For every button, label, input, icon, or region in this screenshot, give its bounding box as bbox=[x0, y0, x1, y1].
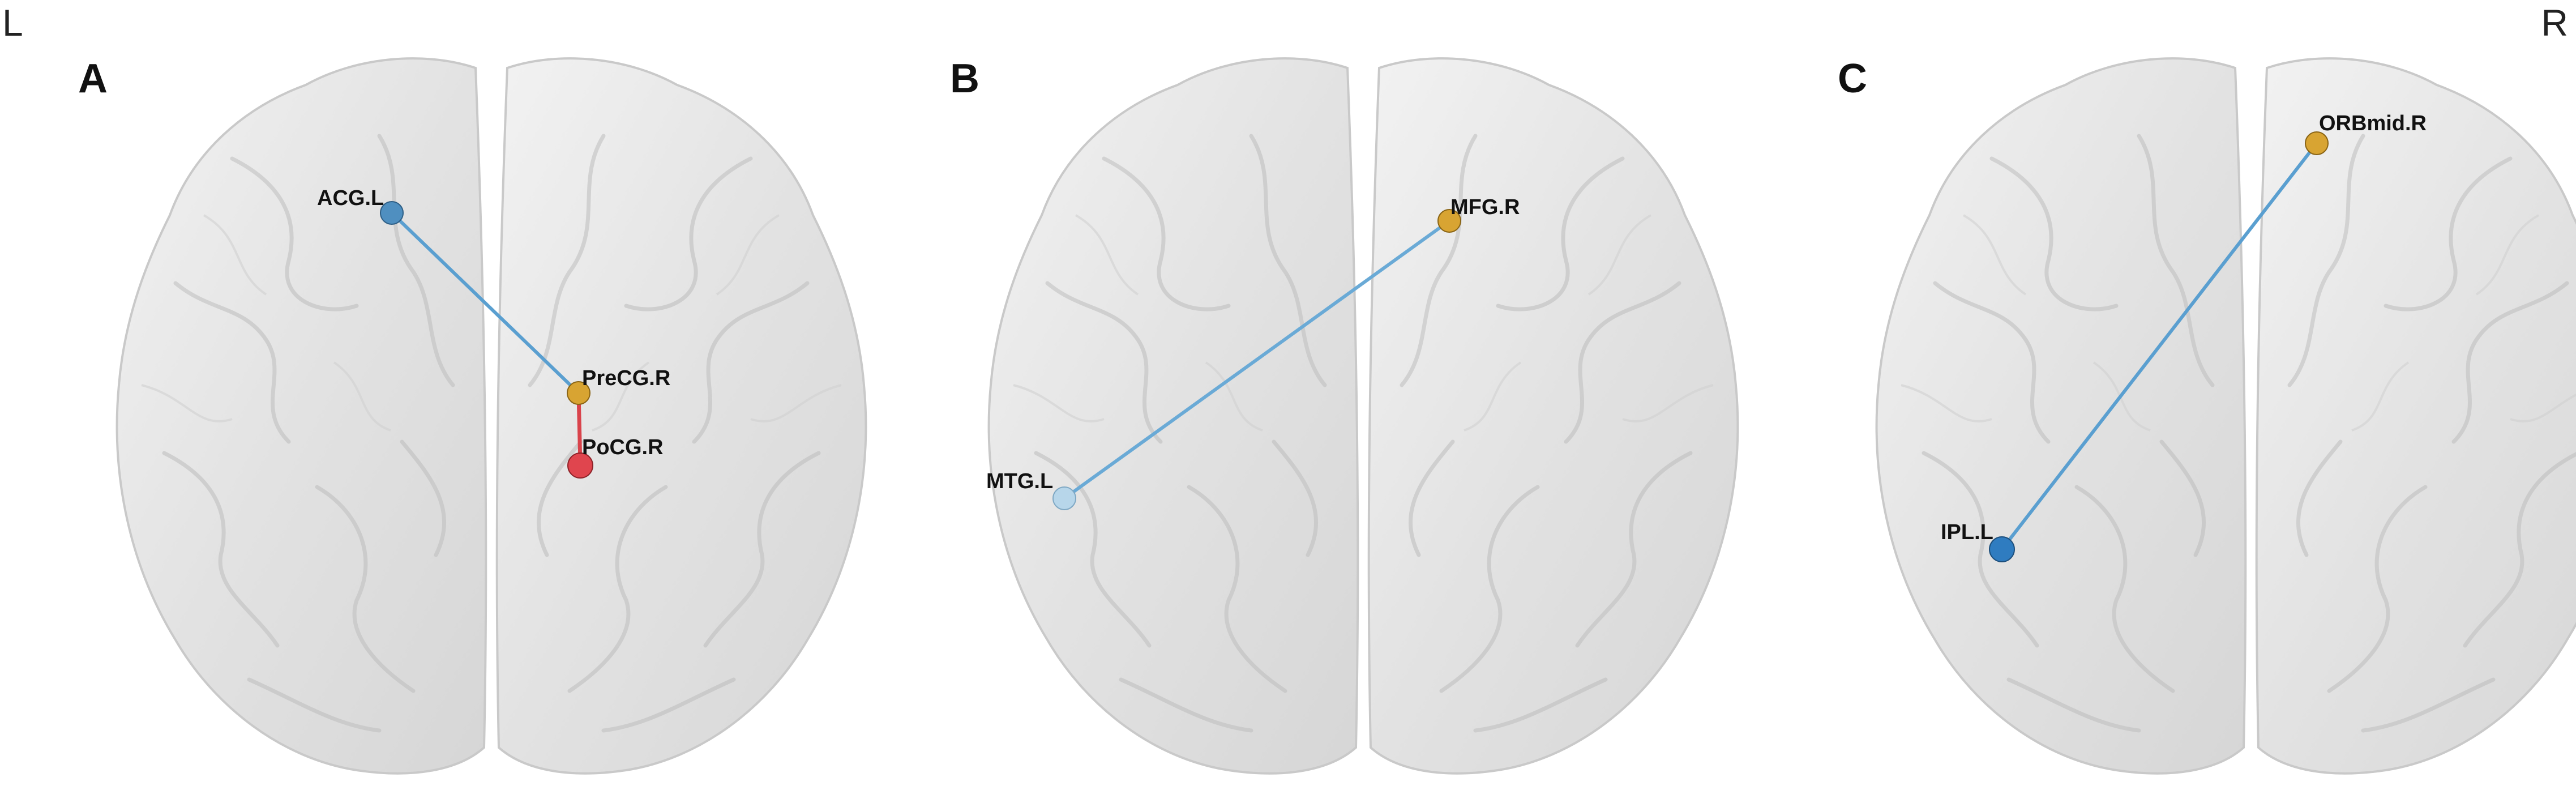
label-acg-l: ACG.L bbox=[317, 186, 384, 210]
brain-network-c: ORBmid.R IPL.L bbox=[1822, 45, 2576, 782]
panel-letter-c: C bbox=[1838, 56, 1867, 101]
node-acg-l bbox=[380, 201, 404, 225]
label-mfg-r: MFG.R bbox=[1450, 195, 1520, 219]
right-hemisphere-marker: R bbox=[2541, 2, 2568, 44]
label-mtg-l: MTG.L bbox=[986, 469, 1053, 493]
brain-surface bbox=[1877, 58, 2576, 774]
node-precg-r bbox=[567, 381, 590, 405]
panel-c: ORBmid.R IPL.L C bbox=[1822, 45, 2576, 782]
panel-b: MFG.R MTG.L B bbox=[934, 45, 1792, 782]
node-pocg-r bbox=[567, 452, 593, 479]
edge-mtg-mfg bbox=[1063, 219, 1450, 500]
label-precg-r: PreCG.R bbox=[582, 366, 670, 390]
edge-ipl-orbmid bbox=[2000, 142, 2318, 550]
label-ipl-l: IPL.L bbox=[1941, 520, 1993, 544]
brain-surface bbox=[117, 58, 866, 774]
label-pocg-r: PoCG.R bbox=[582, 435, 664, 459]
panel-letter-a: A bbox=[78, 56, 108, 101]
brain-network-a: ACG.L PreCG.R PoCG.R bbox=[62, 45, 921, 782]
node-ipl-l bbox=[1989, 536, 2015, 562]
node-mfg-r bbox=[1437, 209, 1461, 233]
node-mtg-l bbox=[1052, 486, 1076, 510]
edge-acg-precg bbox=[390, 211, 580, 395]
brain-network-b: MFG.R MTG.L bbox=[986, 45, 1792, 782]
panel-a: ACG.L PreCG.R PoCG.R A bbox=[62, 45, 921, 782]
brain-surface bbox=[989, 58, 1738, 774]
label-orbmid-r: ORBmid.R bbox=[2319, 112, 2427, 135]
left-hemisphere-marker: L bbox=[2, 2, 23, 44]
node-orbmid-r bbox=[2305, 131, 2329, 155]
panel-letter-b: B bbox=[950, 56, 979, 101]
